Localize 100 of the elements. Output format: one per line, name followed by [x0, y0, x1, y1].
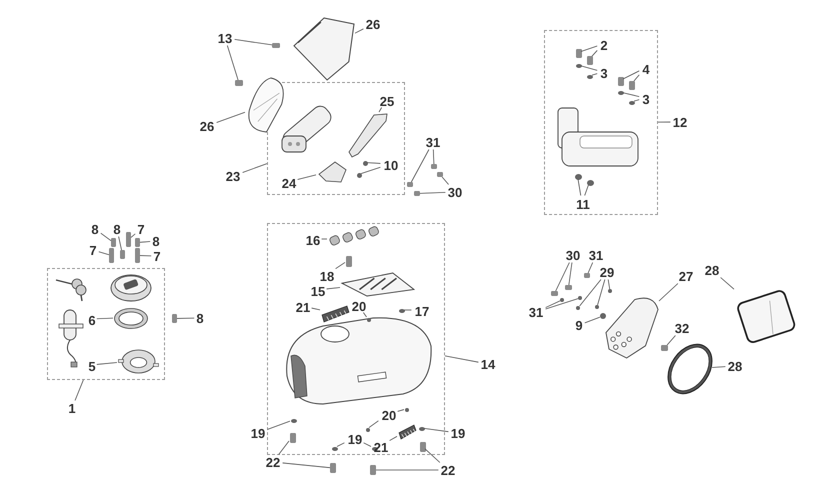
leader-line	[545, 300, 560, 308]
fastener-drawing	[576, 64, 582, 68]
bolt-drawing	[235, 80, 243, 86]
leader-line	[130, 233, 136, 238]
callout-number: 10	[381, 158, 401, 172]
leader-line	[580, 46, 598, 52]
fastener-drawing	[363, 161, 368, 166]
fastener-drawing	[560, 298, 564, 302]
callout-number: 26	[197, 118, 217, 134]
callout-number: 20	[379, 408, 399, 422]
callout-number: 8	[194, 310, 206, 326]
callout-number: 12	[670, 114, 690, 130]
callout-number: 9	[573, 318, 585, 332]
callout-number: 8	[111, 222, 123, 236]
bolt-drawing	[414, 191, 420, 196]
callout-number: 1	[66, 400, 78, 416]
leader-line	[442, 176, 449, 185]
callout-number: 25	[377, 94, 397, 108]
leader-line	[389, 436, 398, 441]
bolt-drawing	[109, 248, 114, 263]
bolt-drawing	[437, 172, 443, 177]
callout-number: 8	[89, 222, 101, 236]
callout-number: 16	[303, 232, 323, 248]
plate-drawing	[341, 272, 415, 297]
leader-line	[378, 107, 382, 112]
ring-drawing	[114, 308, 148, 329]
callout-number: 4	[640, 62, 652, 76]
leader-line	[579, 279, 602, 306]
bolt-drawing	[370, 465, 376, 475]
callout-number: 18	[317, 268, 337, 284]
leader-line	[658, 283, 678, 302]
leader-line	[297, 174, 316, 180]
bolt-drawing	[587, 56, 593, 65]
leader-line	[140, 255, 152, 256]
leader-line	[720, 277, 734, 290]
strip-drawing	[346, 113, 388, 158]
leader-line	[176, 318, 195, 319]
leader-line	[588, 262, 594, 274]
leader-line	[432, 149, 434, 164]
bolt-drawing	[407, 182, 413, 187]
grille-drawing	[398, 424, 417, 440]
bolt-drawing	[330, 463, 336, 473]
callout-number: 26	[363, 16, 383, 32]
bolt-drawing	[272, 43, 280, 48]
callout-number: 15	[308, 284, 328, 298]
leader-line	[96, 318, 114, 320]
leader-line	[597, 279, 606, 306]
callout-number: 31	[526, 304, 546, 320]
leader-line	[712, 366, 726, 368]
callout-number: 5	[86, 358, 98, 374]
bolt-drawing	[120, 250, 125, 259]
callout-number: 31	[586, 248, 606, 262]
fastener-drawing	[332, 447, 338, 451]
callout-number: 21	[371, 440, 391, 454]
fastener-drawing	[357, 173, 362, 178]
leader-line	[278, 440, 290, 455]
callout-number: 6	[86, 312, 98, 328]
leader-line	[545, 298, 578, 310]
fastener-drawing	[405, 408, 409, 412]
fastener-drawing	[600, 313, 606, 319]
callout-number: 3	[598, 66, 610, 80]
callout-number: 27	[676, 268, 696, 284]
leader-line	[424, 448, 440, 463]
leader-line	[584, 316, 600, 324]
bolt-drawing	[290, 433, 296, 443]
leader-line	[216, 112, 246, 123]
fastener-drawing	[587, 75, 593, 79]
leader-line	[634, 74, 640, 82]
leader-line	[321, 238, 328, 240]
leader-line	[420, 192, 446, 194]
callout-number: 28	[725, 358, 745, 374]
leader-line	[578, 178, 582, 196]
leader-line	[242, 163, 268, 173]
leader-line	[336, 442, 345, 447]
bolt-drawing	[576, 49, 582, 58]
leader-line	[360, 166, 381, 174]
bolt-drawing	[420, 442, 426, 452]
fastener-drawing	[576, 306, 580, 310]
callout-number: 22	[438, 462, 458, 478]
fastener-drawing	[578, 296, 582, 300]
leader-line	[608, 279, 610, 290]
leader-line	[140, 241, 151, 243]
fastener-drawing	[618, 91, 624, 95]
callout-number: 7	[87, 242, 99, 258]
bolt-drawing	[618, 77, 624, 86]
leader-line	[424, 428, 449, 432]
leader-line	[74, 380, 84, 401]
callout-number: 13	[215, 30, 235, 46]
callout-number: 11	[573, 196, 593, 212]
callout-number: 7	[151, 248, 163, 264]
grille-drawing	[321, 305, 350, 323]
leader-line	[444, 355, 479, 363]
fastener-drawing	[399, 309, 405, 313]
callout-number: 28	[702, 262, 722, 278]
bolt-drawing	[172, 314, 177, 323]
callout-number: 30	[563, 248, 583, 262]
leader-line	[410, 149, 430, 182]
leader-line	[666, 335, 676, 346]
leader-line	[584, 184, 589, 196]
leader-line	[98, 251, 110, 256]
